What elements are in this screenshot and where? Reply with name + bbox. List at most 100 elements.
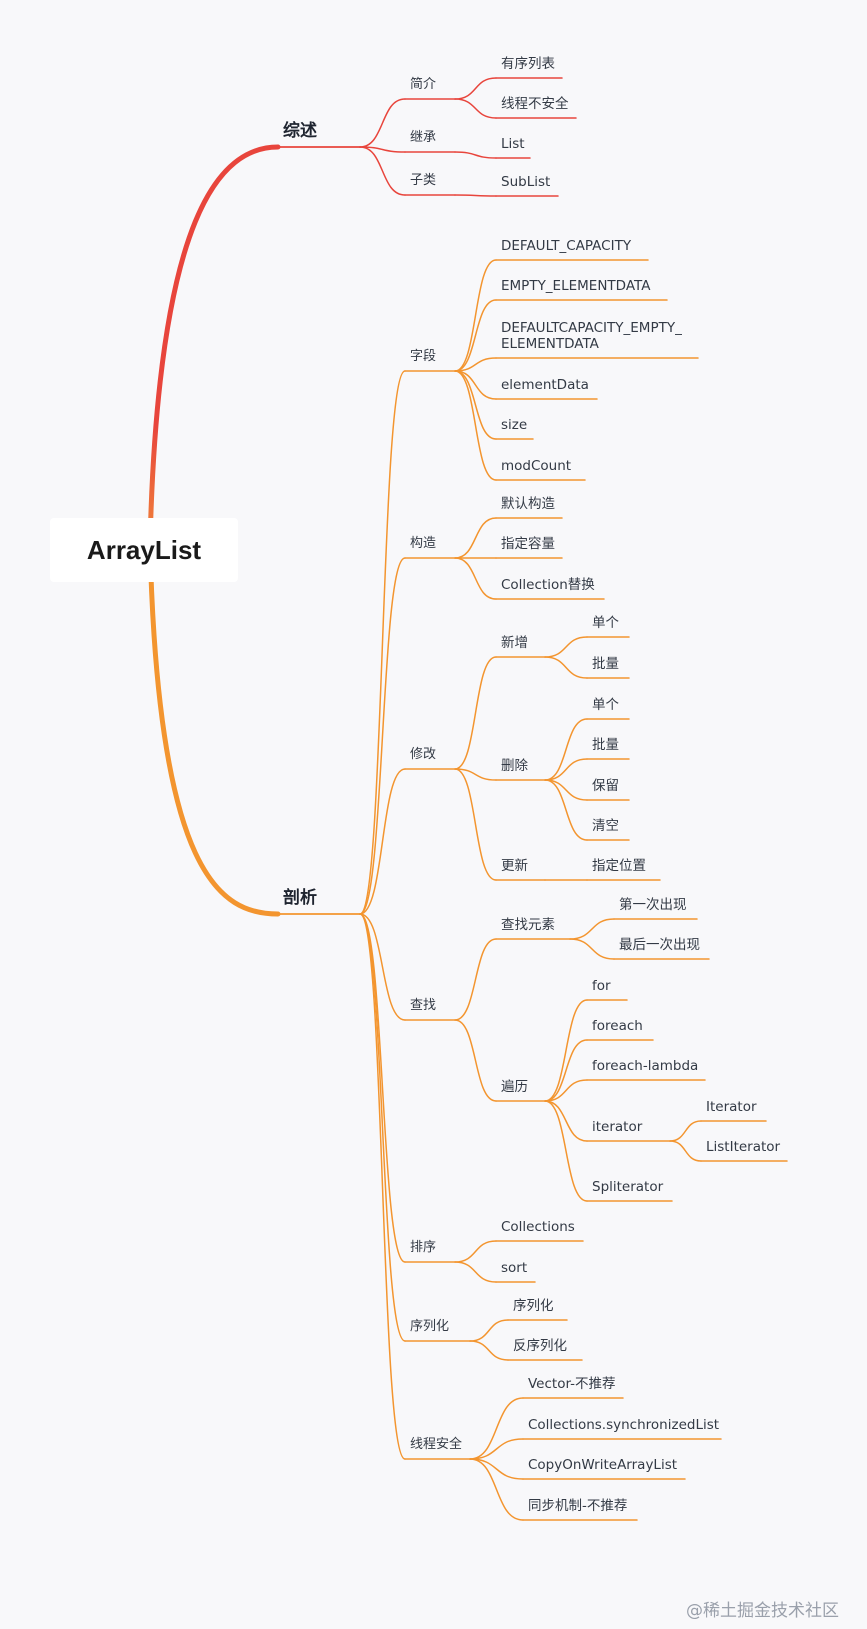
node-1-6-1[interactable]: Collections.synchronizedList [528, 1416, 720, 1433]
node-1-1-2[interactable]: Collection替换 [501, 576, 595, 593]
node-1-2-1-3[interactable]: 清空 [592, 817, 619, 834]
node-1-2-2[interactable]: 更新 [501, 857, 528, 874]
node-0-0-1[interactable]: 线程不安全 [501, 95, 569, 112]
edge-0-0 [359, 98, 406, 148]
edge-1-6-1 [469, 1438, 524, 1460]
node-0-0-0[interactable]: 有序列表 [501, 55, 555, 72]
edge-1-3-1-4 [544, 1100, 588, 1202]
node-1-4[interactable]: 排序 [410, 1239, 437, 1255]
node-1-5-1[interactable]: 反序列化 [513, 1337, 567, 1354]
watermark: @稀土掘金技术社区 [686, 1601, 839, 1621]
edge-1-2-1-2 [544, 779, 588, 801]
node-1-6-3[interactable]: 同步机制-不推荐 [528, 1497, 628, 1514]
node-0-2[interactable]: 子类 [410, 172, 437, 188]
edge-1-2 [359, 768, 406, 915]
node-1-0-3[interactable]: elementData [501, 376, 589, 393]
edge-1-2-2 [454, 768, 497, 881]
edge-1-3-1-2 [544, 1079, 588, 1102]
edge-1-2-1-3 [544, 779, 588, 841]
edge-1-2-0-1 [544, 656, 588, 679]
node-1-3-0-0[interactable]: 第一次出现 [619, 896, 687, 913]
node-1-2-1[interactable]: 删除 [501, 757, 528, 774]
edge-1-0-4 [454, 370, 497, 440]
node-1-1-1[interactable]: 指定容量 [501, 535, 555, 552]
node-0[interactable]: 综述 [283, 120, 317, 141]
edge-1-0-1 [454, 299, 497, 372]
node-1-3[interactable]: 查找 [410, 997, 437, 1013]
edge-1-6-0 [469, 1397, 524, 1460]
node-1-2-1-0[interactable]: 单个 [592, 696, 619, 713]
edge-1-3-1-3-1 [669, 1140, 702, 1162]
edge-1-4 [359, 913, 406, 1263]
edge-1-1-2 [454, 557, 497, 600]
node-1-5[interactable]: 序列化 [410, 1318, 450, 1334]
node-1-3-0-1[interactable]: 最后一次出现 [619, 936, 700, 953]
edge-1-3-1 [454, 1019, 497, 1102]
node-1-0-4[interactable]: size [501, 416, 528, 433]
node-1-3-1-3-1[interactable]: ListIterator [706, 1138, 781, 1155]
root-node[interactable]: ArrayList [50, 518, 238, 582]
node-1-2-2-0[interactable]: 指定位置 [592, 857, 646, 874]
edge-1-3-1-3-0 [669, 1120, 702, 1142]
node-1-1-0[interactable]: 默认构造 [501, 495, 555, 512]
edge-1-5-0 [469, 1319, 509, 1342]
node-1-3-1-3[interactable]: iterator [592, 1118, 643, 1135]
edge-1-0-2 [454, 357, 497, 372]
node-0-1[interactable]: 继承 [410, 129, 437, 145]
node-1-3-1-0[interactable]: for [592, 977, 611, 994]
node-1-6-2[interactable]: CopyOnWriteArrayList [528, 1456, 678, 1473]
edge-1-4-1 [454, 1261, 497, 1283]
node-1-0[interactable]: 字段 [410, 348, 437, 364]
edge-1-6-3 [469, 1458, 524, 1521]
node-1-2-0-1[interactable]: 批量 [592, 655, 619, 672]
node-1-3-1-4[interactable]: Spliterator [592, 1178, 664, 1195]
node-1[interactable]: 剖析 [283, 887, 317, 908]
trunk-0 [147, 144, 281, 547]
node-1-3-1-1[interactable]: foreach [592, 1017, 643, 1034]
node-1-5-0[interactable]: 序列化 [513, 1297, 554, 1314]
node-1-2-0[interactable]: 新增 [501, 634, 528, 651]
node-1-6-0[interactable]: Vector-不推荐 [528, 1375, 616, 1392]
node-1-2-0-0[interactable]: 单个 [592, 614, 619, 631]
edge-1-2-0-0 [544, 636, 588, 658]
edge-1-2-1-1 [544, 758, 588, 781]
node-1-4-0[interactable]: Collections [501, 1218, 575, 1235]
node-1-3-1[interactable]: 遍历 [501, 1078, 528, 1095]
edge-1-1-0 [454, 517, 497, 559]
node-1-2[interactable]: 修改 [410, 746, 437, 762]
node-1-6[interactable]: 线程安全 [410, 1436, 463, 1452]
node-1-0-1[interactable]: EMPTY_ELEMENTDATA [501, 277, 651, 294]
edge-1-3 [359, 913, 406, 1021]
edge-1-4-0 [454, 1240, 497, 1263]
node-1-3-0[interactable]: 查找元素 [501, 916, 555, 933]
edge-0-1-0 [454, 151, 497, 159]
edge-1-3-1-3 [544, 1100, 588, 1142]
node-1-0-2[interactable]: DEFAULTCAPACITY_EMPTY_ELEMENTDATA [501, 319, 682, 352]
edge-1-5-1 [469, 1340, 509, 1361]
node-0-1-0[interactable]: List [501, 135, 525, 152]
edge-0-2 [359, 146, 406, 196]
node-1-0-5[interactable]: modCount [501, 457, 572, 474]
node-1-3-1-2[interactable]: foreach-lambda [592, 1057, 699, 1074]
edge-1-2-1-0 [544, 718, 588, 781]
node-1-2-1-1[interactable]: 批量 [592, 736, 619, 753]
node-0-0[interactable]: 简介 [410, 76, 437, 92]
node-1-2-1-2[interactable]: 保留 [592, 777, 619, 794]
node-1-4-1[interactable]: sort [501, 1259, 528, 1276]
edge-1-6-2 [469, 1458, 524, 1480]
node-1-3-1-3-0[interactable]: Iterator [706, 1098, 757, 1115]
edge-1-3-0 [454, 938, 497, 1021]
edge-1-2-1 [454, 768, 497, 781]
edge-1-0-5 [454, 370, 497, 481]
edge-1-3-1-1 [544, 1039, 588, 1102]
edge-1-2-0 [454, 656, 497, 770]
node-1-0-0[interactable]: DEFAULT_CAPACITY [501, 237, 632, 254]
edge-1-3-0-1 [569, 938, 615, 960]
edge-1-0-0 [454, 259, 497, 372]
node-1-1[interactable]: 构造 [410, 535, 437, 551]
node-0-2-0[interactable]: SubList [501, 173, 551, 190]
edge-1-3-1-0 [544, 999, 588, 1102]
edge-0-0-0 [454, 77, 497, 100]
edge-1-3-0-0 [569, 918, 615, 940]
